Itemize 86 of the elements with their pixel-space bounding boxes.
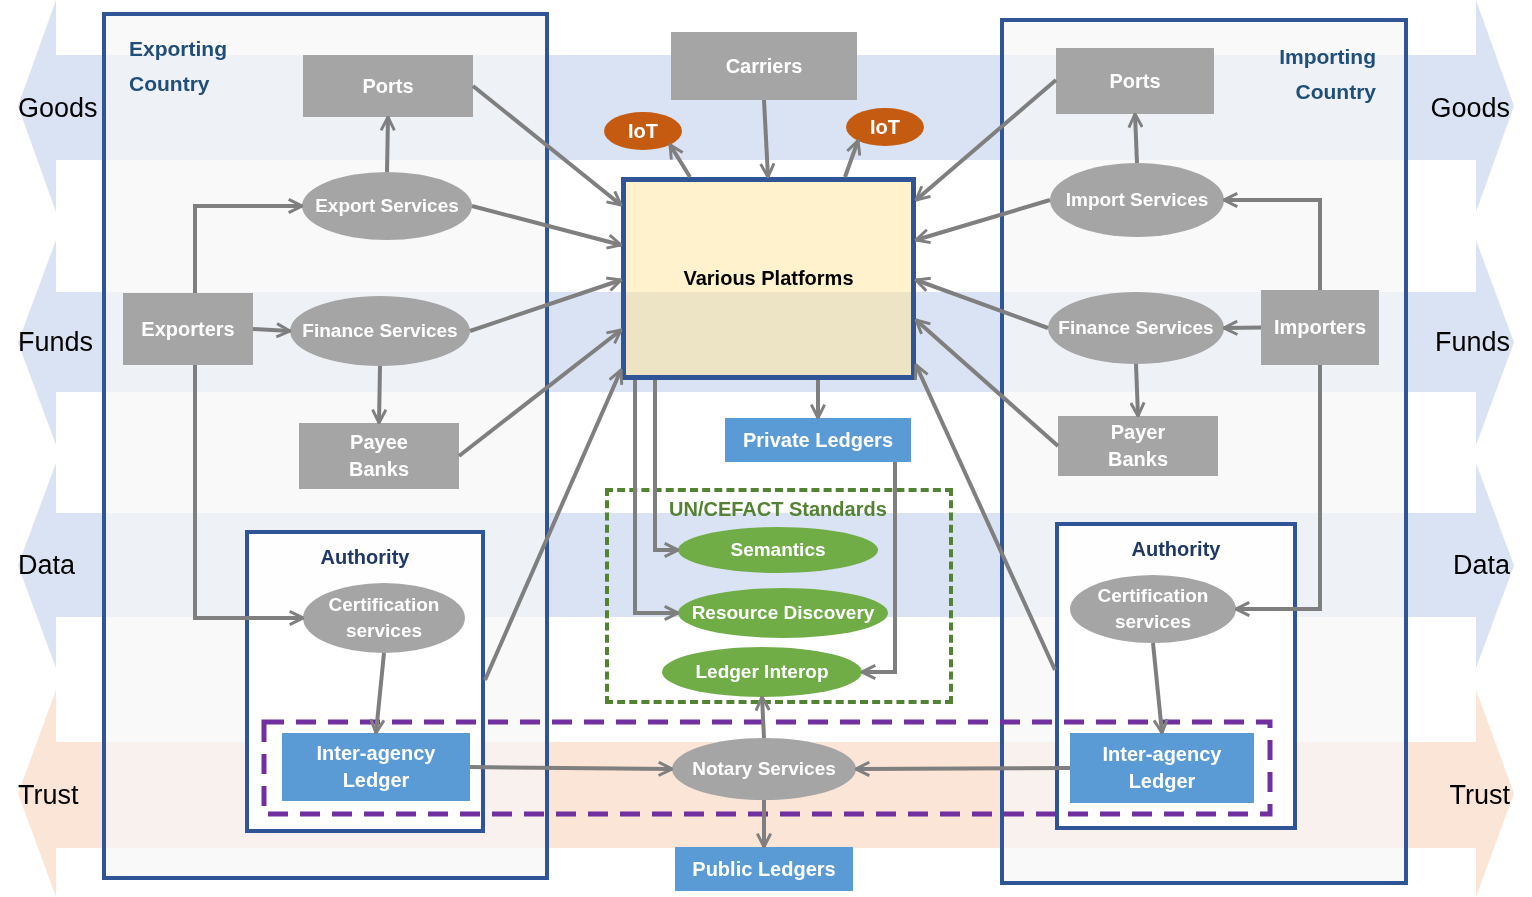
process-box bbox=[1056, 48, 1214, 114]
arrow bbox=[1127, 112, 1144, 164]
process-box bbox=[1058, 416, 1218, 476]
arrow bbox=[471, 84, 623, 207]
arrow bbox=[843, 139, 862, 178]
arrow bbox=[914, 276, 1049, 330]
arrow bbox=[668, 143, 692, 179]
group-heading: Authority bbox=[319, 546, 411, 569]
node-label: Inter-agency Ledger bbox=[315, 741, 437, 793]
process-box bbox=[299, 423, 459, 489]
arrow bbox=[379, 115, 396, 173]
standards-group bbox=[605, 488, 953, 704]
arrow bbox=[1222, 191, 1322, 290]
arrow bbox=[653, 380, 680, 559]
group-heading: Exporting Country bbox=[129, 36, 228, 97]
node-label: Private Ledgers bbox=[742, 427, 894, 453]
arrow bbox=[371, 365, 388, 425]
arrow bbox=[860, 462, 897, 681]
node-label: IoT bbox=[628, 118, 658, 144]
node-label: Certification services bbox=[327, 593, 441, 643]
arrow bbox=[759, 99, 776, 179]
arrow bbox=[914, 363, 1057, 671]
node-label: Payer Banks bbox=[1107, 420, 1169, 472]
arrow bbox=[633, 380, 680, 622]
ledger-box bbox=[675, 847, 853, 891]
arrow bbox=[914, 198, 1051, 245]
arrow bbox=[369, 652, 386, 735]
arrow bbox=[755, 800, 773, 849]
arrow bbox=[1222, 319, 1262, 336]
node-label: Carriers bbox=[725, 53, 803, 79]
arrow bbox=[854, 760, 1070, 778]
process-box bbox=[671, 32, 857, 100]
node-label: Public Ledgers bbox=[692, 856, 836, 882]
authority-panel bbox=[245, 530, 485, 833]
arrow bbox=[471, 204, 623, 250]
arrow bbox=[483, 368, 624, 681]
node-label: Finance Services bbox=[302, 319, 458, 344]
node-label: Ports bbox=[1109, 68, 1161, 94]
node-label: Exporters bbox=[141, 316, 235, 342]
node-label: Notary Services bbox=[692, 757, 836, 782]
node-label: Resource Discovery bbox=[691, 601, 875, 626]
country-panel bbox=[102, 12, 549, 880]
arrow bbox=[1151, 642, 1169, 735]
band-label: Data bbox=[1452, 549, 1510, 581]
group-heading: Authority bbox=[1130, 538, 1222, 561]
band-label: Goods bbox=[18, 92, 98, 123]
process-box bbox=[303, 55, 473, 117]
band-label: Trust bbox=[1449, 779, 1510, 811]
node-label: Ledger Interop bbox=[695, 660, 829, 685]
platform-box bbox=[621, 177, 916, 380]
band-label: Data bbox=[18, 549, 76, 581]
node-label: Finance Services bbox=[1058, 316, 1214, 341]
node-label: Semantics bbox=[730, 538, 826, 563]
node-label: IoT bbox=[870, 114, 900, 140]
node-label: Export Services bbox=[315, 194, 459, 219]
arrow bbox=[469, 760, 674, 777]
band-label: Goods bbox=[1430, 92, 1510, 123]
node-label: Ports bbox=[362, 73, 414, 99]
arrow bbox=[193, 197, 304, 293]
arrow bbox=[193, 365, 305, 627]
group-heading: Importing Country bbox=[1278, 44, 1376, 105]
node-label: Various Platforms bbox=[683, 266, 854, 291]
node-label: Inter-agency Ledger bbox=[1101, 742, 1223, 794]
arrow bbox=[914, 78, 1058, 202]
process-box bbox=[1261, 290, 1379, 365]
arrow bbox=[809, 380, 827, 420]
node-label: Certification services bbox=[1096, 584, 1210, 634]
node-label: Importers bbox=[1273, 315, 1367, 340]
ledger-box bbox=[1070, 733, 1254, 803]
arrow bbox=[1129, 363, 1146, 418]
node-label: Import Services bbox=[1065, 188, 1209, 213]
band-label: Funds bbox=[1434, 326, 1510, 358]
group-heading: UN/CEFACT Standards bbox=[669, 498, 887, 521]
band-label: Trust bbox=[18, 779, 79, 811]
arrow bbox=[1234, 365, 1322, 618]
arrow bbox=[457, 328, 623, 458]
country-panel bbox=[1000, 18, 1408, 885]
ledger-box bbox=[282, 733, 470, 801]
arrow bbox=[914, 318, 1060, 448]
node-label: Payee Banks bbox=[348, 430, 410, 482]
ledger-box bbox=[725, 418, 911, 462]
process-box bbox=[123, 293, 253, 365]
arrow bbox=[469, 276, 623, 333]
authority-panel bbox=[1055, 522, 1297, 830]
band-label: Funds bbox=[18, 326, 94, 358]
arrow bbox=[252, 322, 292, 339]
